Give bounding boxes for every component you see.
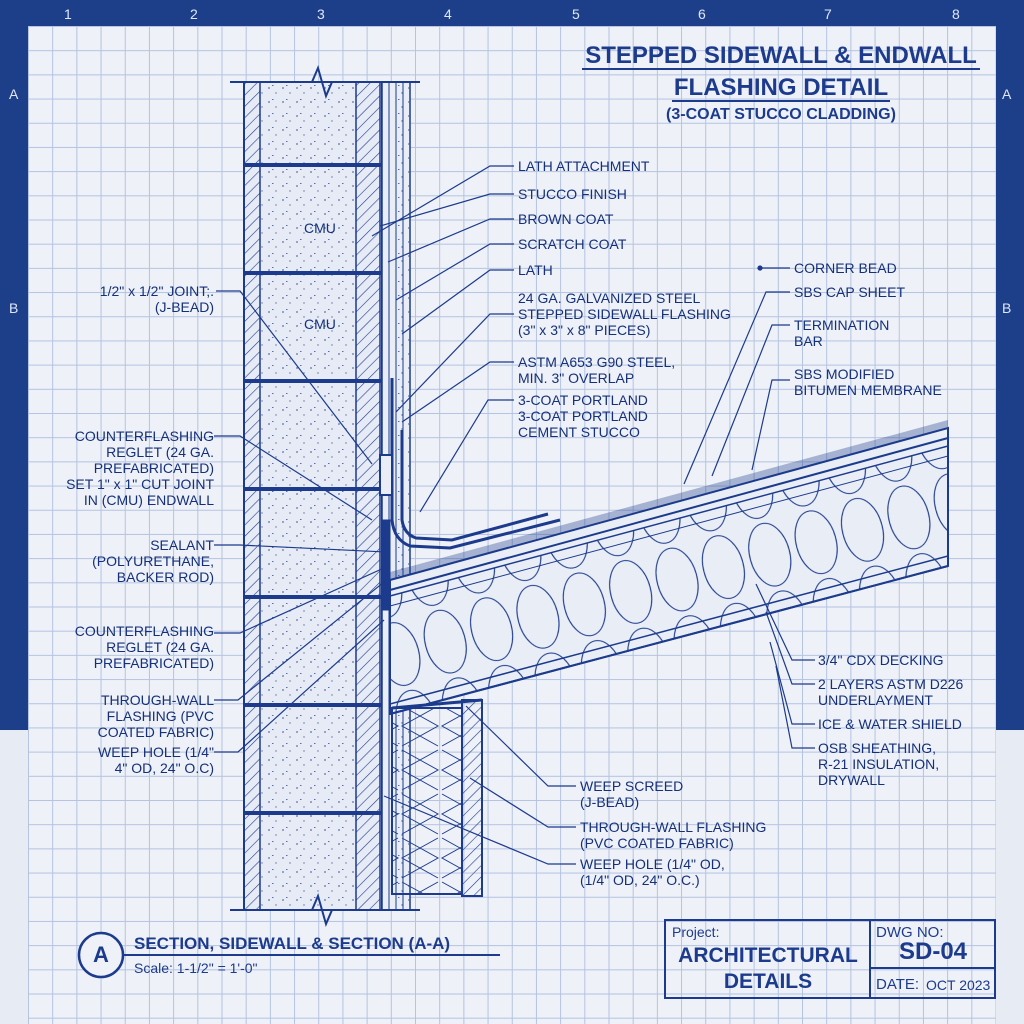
section-marker: A	[93, 942, 109, 967]
lath-attachment-label: LATH ATTACHMENT	[518, 158, 650, 174]
weep-screed-label: WEEP SCREED (J-BEAD)	[580, 778, 684, 810]
portland-stucco-label: 3-COAT PORTLAND 3-COAT PORTLAND CEMENT S…	[518, 392, 648, 440]
grid-col-6: 6	[698, 6, 706, 22]
stepped-flashing-label: 24 GA. GALVANIZED STEEL STEPPED SIDEWALL…	[518, 290, 731, 338]
counterflashing-reglet-label-2: COUNTERFLASHING REGLET (24 GA. PREFABRIC…	[74, 623, 214, 671]
sbs-membrane-label: SBS MODIFIED BITUMEN MEMBRANE	[794, 366, 942, 398]
brown-coat-label: BROWN COAT	[518, 211, 614, 227]
dwg-no-label: DWG NO:	[876, 924, 944, 941]
project-label: Project:	[672, 924, 720, 940]
weep-hole-label: WEEP HOLE (1/4" 4" OD, 24" O.C)	[98, 744, 214, 776]
grid-col-2: 2	[190, 6, 198, 22]
grid-col-3: 3	[317, 6, 325, 22]
section-title: SECTION, SIDEWALL & SECTION (A-A)	[134, 934, 451, 953]
date-label: DATE:	[876, 976, 920, 993]
grid-row-b-right: B	[1002, 300, 1012, 316]
stucco-finish-label: STUCCO FINISH	[518, 186, 627, 202]
project-name-line1: ARCHITECTURAL	[678, 944, 858, 967]
grid-col-5: 5	[572, 6, 580, 22]
decking-label: 3/4" CDX DECKING	[818, 652, 944, 668]
date-value: OCT 2023	[926, 977, 991, 993]
grid-col-4: 4	[444, 6, 452, 22]
break-lines	[230, 65, 420, 927]
lower-wall	[391, 698, 483, 897]
dwg-number: SD-04	[898, 938, 968, 965]
stepped-flashing	[379, 378, 561, 611]
scratch-coat-label: SCRATCH COAT	[518, 236, 627, 252]
termination-bar-label: TERMINATION BAR	[794, 317, 890, 349]
cmu-wall	[243, 81, 383, 911]
title-underline	[582, 68, 980, 102]
grid-row-a-right: A	[1002, 86, 1012, 102]
grid-row-a-left: A	[9, 86, 19, 102]
grid-col-7: 7	[824, 6, 832, 22]
joint-label: 1/2" x 1/2" JOINT;. (J-BEAD)	[99, 283, 214, 315]
drawing-title-line1: STEPPED SIDEWALL & ENDWALL	[585, 42, 977, 69]
lath-label: LATH	[518, 262, 553, 278]
sbs-cap-sheet-label: SBS CAP SHEET	[794, 284, 906, 300]
drawing-title-line2: FLASHING DETAIL	[673, 74, 889, 101]
grid-row-b-left: B	[9, 300, 19, 316]
leader-lines	[214, 165, 815, 865]
title-block-frame	[664, 919, 996, 999]
through-wall-flashing-label-2: THROUGH-WALL FLASHING (PVC COATED FABRIC…	[580, 819, 767, 851]
project-name-line2: DETAILS	[723, 970, 813, 993]
osb-sheathing-label: OSB SHEATHING, R-21 INSULATION, DRYWALL	[818, 740, 940, 788]
astm-steel-label: ASTM A653 G90 STEEL, MIN. 3" OVERLAP	[518, 354, 676, 386]
ice-water-shield-label: ICE & WATER SHIELD	[818, 716, 962, 732]
underlayment-label: 2 LAYERS ASTM D226 UNDERLAYMENT	[818, 676, 964, 708]
corner-bead-label: CORNER BEAD	[794, 260, 897, 276]
grid-col-8: 8	[952, 6, 960, 22]
cmu-label: CMU	[304, 316, 336, 332]
section-scale: Scale: 1-1/2" = 1'-0"	[134, 960, 258, 976]
counterflashing-reglet-label: COUNTERFLASHING REGLET (24 GA. PREFABRIC…	[66, 428, 214, 508]
section-title-rule	[77, 931, 500, 979]
drawing-subtitle: (3-COAT STUCCO CLADDING)	[666, 106, 896, 123]
weep-hole-label-2: WEEP HOLE (1/4" OD, (1/4" OD, 24" O.C.)	[580, 856, 725, 888]
sealant-label: SEALANT (POLYURETHANE, BACKER ROD)	[92, 537, 214, 585]
grid-col-1: 1	[64, 6, 72, 22]
roof-assembly	[389, 420, 949, 716]
through-wall-flashing-label: THROUGH-WALL FLASHING (PVC COATED FABRIC…	[97, 692, 214, 740]
cmu-label: CMU	[304, 220, 336, 236]
